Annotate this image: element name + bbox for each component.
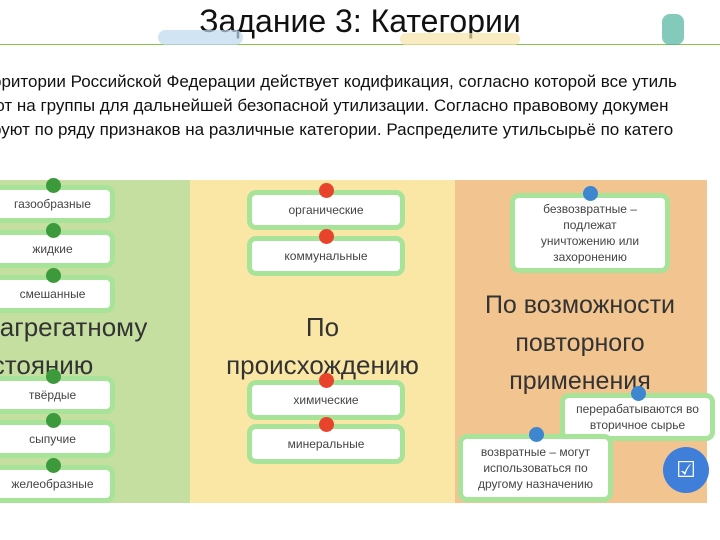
intro-line: руют по ряду признаков на различные кате… — [0, 120, 674, 139]
task-description: рритории Российской Федерации действует … — [0, 70, 720, 142]
drag-handle-dot[interactable] — [319, 417, 334, 432]
category-line: По — [305, 312, 340, 342]
card-label: желеобразные — [11, 477, 94, 491]
card-irreversible[interactable]: безвозвратные – подлежат уничтожению или… — [510, 186, 670, 273]
card-gel[interactable]: желеобразные — [0, 458, 115, 503]
category-label-aggregate: по агрегатному состоянию — [0, 312, 148, 380]
category-line: применения — [509, 367, 651, 395]
check-answer-button[interactable]: ☑ — [663, 447, 709, 493]
drag-handle-dot[interactable] — [583, 186, 598, 201]
card-label: смешанные — [19, 287, 86, 301]
card-label: химические — [293, 393, 359, 407]
card-liquid[interactable]: жидкие — [0, 223, 115, 268]
card-chemical[interactable]: химические — [247, 373, 405, 420]
drag-handle-dot[interactable] — [630, 386, 646, 401]
card-returnable[interactable]: возвратные – могут использоваться по дру… — [458, 427, 613, 502]
checkbox-check-icon: ☑ — [676, 457, 696, 482]
card-organic[interactable]: органические — [247, 183, 405, 230]
drag-handle-dot[interactable] — [45, 223, 61, 238]
drag-handle-dot[interactable] — [45, 268, 61, 283]
card-label: минеральные — [287, 437, 365, 451]
drag-handle-dot[interactable] — [528, 427, 544, 442]
drag-handle-dot[interactable] — [45, 178, 61, 193]
card-mineral[interactable]: минеральные — [247, 417, 405, 464]
decor-bowl — [158, 30, 243, 45]
card-label: сыпучие — [29, 432, 76, 446]
card-bulk[interactable]: сыпучие — [0, 413, 115, 458]
card-label: коммунальные — [284, 249, 368, 263]
card-label: газообразные — [14, 197, 91, 211]
card-mixed[interactable]: смешанные — [0, 268, 115, 313]
category-label-reuse: По возможности повторного применения — [465, 286, 695, 400]
card-gaseous[interactable]: газообразные — [0, 178, 115, 223]
card-solid[interactable]: твёрдые — [0, 369, 115, 414]
drag-handle-dot[interactable] — [45, 458, 61, 473]
drag-handle-dot[interactable] — [319, 183, 334, 198]
card-label: возвратные – могут использоваться по дру… — [477, 445, 593, 491]
card-recyclable[interactable]: перерабатываются во вторичное сырье — [560, 386, 715, 441]
decor-box — [400, 33, 520, 45]
category-line: По возможности — [484, 291, 676, 319]
drag-handle-dot[interactable] — [45, 369, 61, 384]
card-label: жидкие — [32, 242, 73, 256]
card-label: органические — [288, 203, 364, 217]
drag-handle-dot[interactable] — [45, 413, 61, 428]
sorting-board: по агрегатному состоянию Попроисхождению… — [0, 180, 707, 503]
page-title: Задание 3: Категории — [199, 3, 521, 39]
card-label: безвозвратные – подлежат уничтожению или… — [540, 202, 640, 264]
card-label: твёрдые — [28, 388, 77, 402]
card-label: перерабатываются во вторичное сырье — [576, 402, 699, 432]
category-line: повторного — [515, 329, 645, 357]
intro-line: рритории Российской Федерации действует … — [0, 72, 677, 91]
divider — [0, 44, 720, 45]
intro-line: ют на группы для дальнейшей безопасной у… — [0, 96, 669, 115]
drag-handle-dot[interactable] — [319, 229, 334, 244]
drag-handle-dot[interactable] — [319, 373, 334, 388]
decor-bottle — [662, 14, 684, 45]
card-communal[interactable]: коммунальные — [247, 229, 405, 276]
